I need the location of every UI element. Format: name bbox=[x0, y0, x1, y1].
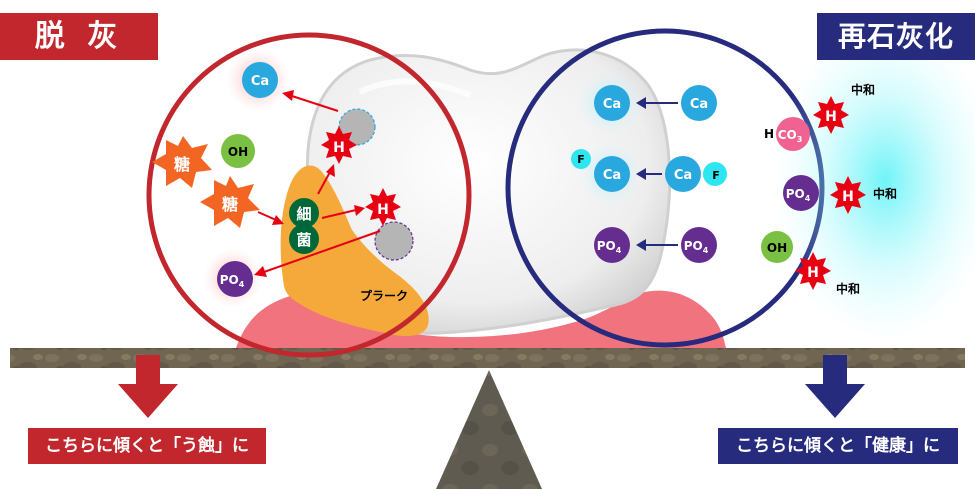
hydrogen-label: H bbox=[825, 109, 837, 125]
hydrogen-ion-left-upper: H bbox=[321, 126, 357, 164]
phosphate-label: PO bbox=[786, 187, 805, 201]
carbonate-subscript: 3 bbox=[797, 135, 803, 144]
calcium-label: Ca bbox=[674, 168, 692, 183]
hydroxide-ion-left: OH bbox=[221, 134, 255, 168]
phosphate-subscript: 4 bbox=[805, 194, 811, 203]
tilt-arrow-right bbox=[805, 355, 865, 418]
hydrogen-ion-left-lower: H bbox=[365, 188, 401, 226]
bacteria-label-2: 菌 bbox=[296, 231, 311, 249]
phosphate-subscript: 4 bbox=[239, 280, 245, 289]
sugar-molecule-upper: 糖 bbox=[152, 136, 212, 188]
calcium-label: Ca bbox=[690, 97, 708, 112]
hydrogen-label: H bbox=[807, 265, 819, 281]
hydrogen-label: H bbox=[333, 140, 345, 156]
demineralization-arrows bbox=[254, 90, 381, 277]
phosphate-ion-right-target: PO4 bbox=[594, 227, 630, 263]
fulcrum bbox=[436, 370, 542, 489]
phosphate-label: PO bbox=[684, 239, 703, 253]
health-caption: こちらに傾くと「健康」に bbox=[718, 428, 958, 464]
balance-plank bbox=[10, 348, 965, 368]
hydrogen-ion-right-top: H bbox=[813, 96, 849, 134]
svg-text:PO4: PO4 bbox=[597, 239, 622, 255]
bacteria: 細 菌 bbox=[289, 198, 319, 254]
hydrogen-label: H bbox=[377, 202, 389, 218]
svg-text:PO4: PO4 bbox=[684, 239, 709, 255]
demineralization-header: 脱 灰 bbox=[0, 13, 158, 60]
tilt-arrow-left bbox=[118, 355, 178, 418]
svg-text:PO4: PO4 bbox=[786, 187, 811, 203]
caries-caption: こちらに傾くと「う蝕」に bbox=[28, 428, 266, 464]
bacteria-label-1: 細 bbox=[296, 205, 311, 223]
dissolved-spot-lower bbox=[374, 221, 414, 261]
carbonate-hydrogen-label: H bbox=[764, 127, 774, 141]
sugar-molecule-lower: 糖 bbox=[200, 176, 260, 228]
phosphate-label: PO bbox=[597, 239, 616, 253]
phosphate-ion-left: PO4 bbox=[217, 261, 253, 297]
calcium-ion-left: Ca bbox=[242, 62, 278, 98]
carbonate-label: CO bbox=[778, 128, 797, 142]
calcium-label: Ca bbox=[251, 74, 269, 89]
plaque-label: プラーク bbox=[360, 288, 408, 303]
calcium-label: Ca bbox=[603, 97, 621, 112]
phosphate-ion-neutral: PO4 bbox=[783, 175, 819, 211]
fluoride-label: F bbox=[712, 169, 720, 182]
sugar-label: 糖 bbox=[174, 155, 190, 174]
fluoride-label: F bbox=[577, 153, 585, 166]
neutralize-label: 中和 bbox=[851, 82, 875, 97]
calcium-fluoride-target: Ca F bbox=[571, 149, 630, 192]
hydrogen-ion-right-bottom: H bbox=[795, 252, 831, 290]
hydroxide-ion-right: OH bbox=[761, 231, 793, 263]
svg-text:CO3: CO3 bbox=[778, 128, 803, 144]
carbonate-ion: H CO3 bbox=[764, 117, 810, 151]
phosphate-ion-right-source: PO4 bbox=[681, 227, 717, 263]
phosphate-subscript: 4 bbox=[616, 246, 622, 255]
calcium-fluoride-source: Ca F bbox=[665, 156, 727, 192]
hydrogen-ion-right-middle: H bbox=[830, 176, 866, 214]
hydrogen-label: H bbox=[842, 189, 854, 205]
demineralization-circle bbox=[146, 32, 472, 358]
tooth bbox=[306, 48, 672, 335]
phosphate-label: PO bbox=[220, 273, 239, 287]
calcium-ion-right-target: Ca bbox=[594, 85, 630, 121]
sugar-label: 糖 bbox=[222, 195, 238, 214]
neutralize-label: 中和 bbox=[836, 281, 860, 296]
neutralize-label: 中和 bbox=[873, 186, 897, 201]
remineralization-arrows bbox=[636, 97, 678, 251]
hydroxide-label: OH bbox=[767, 241, 787, 255]
calcium-label: Ca bbox=[603, 168, 621, 183]
remineralization-header: 再石灰化 bbox=[817, 13, 975, 60]
hydroxide-label: OH bbox=[228, 145, 248, 159]
svg-text:PO4: PO4 bbox=[220, 273, 245, 289]
calcium-ion-right-source: Ca bbox=[681, 85, 717, 121]
phosphate-subscript: 4 bbox=[703, 246, 709, 255]
